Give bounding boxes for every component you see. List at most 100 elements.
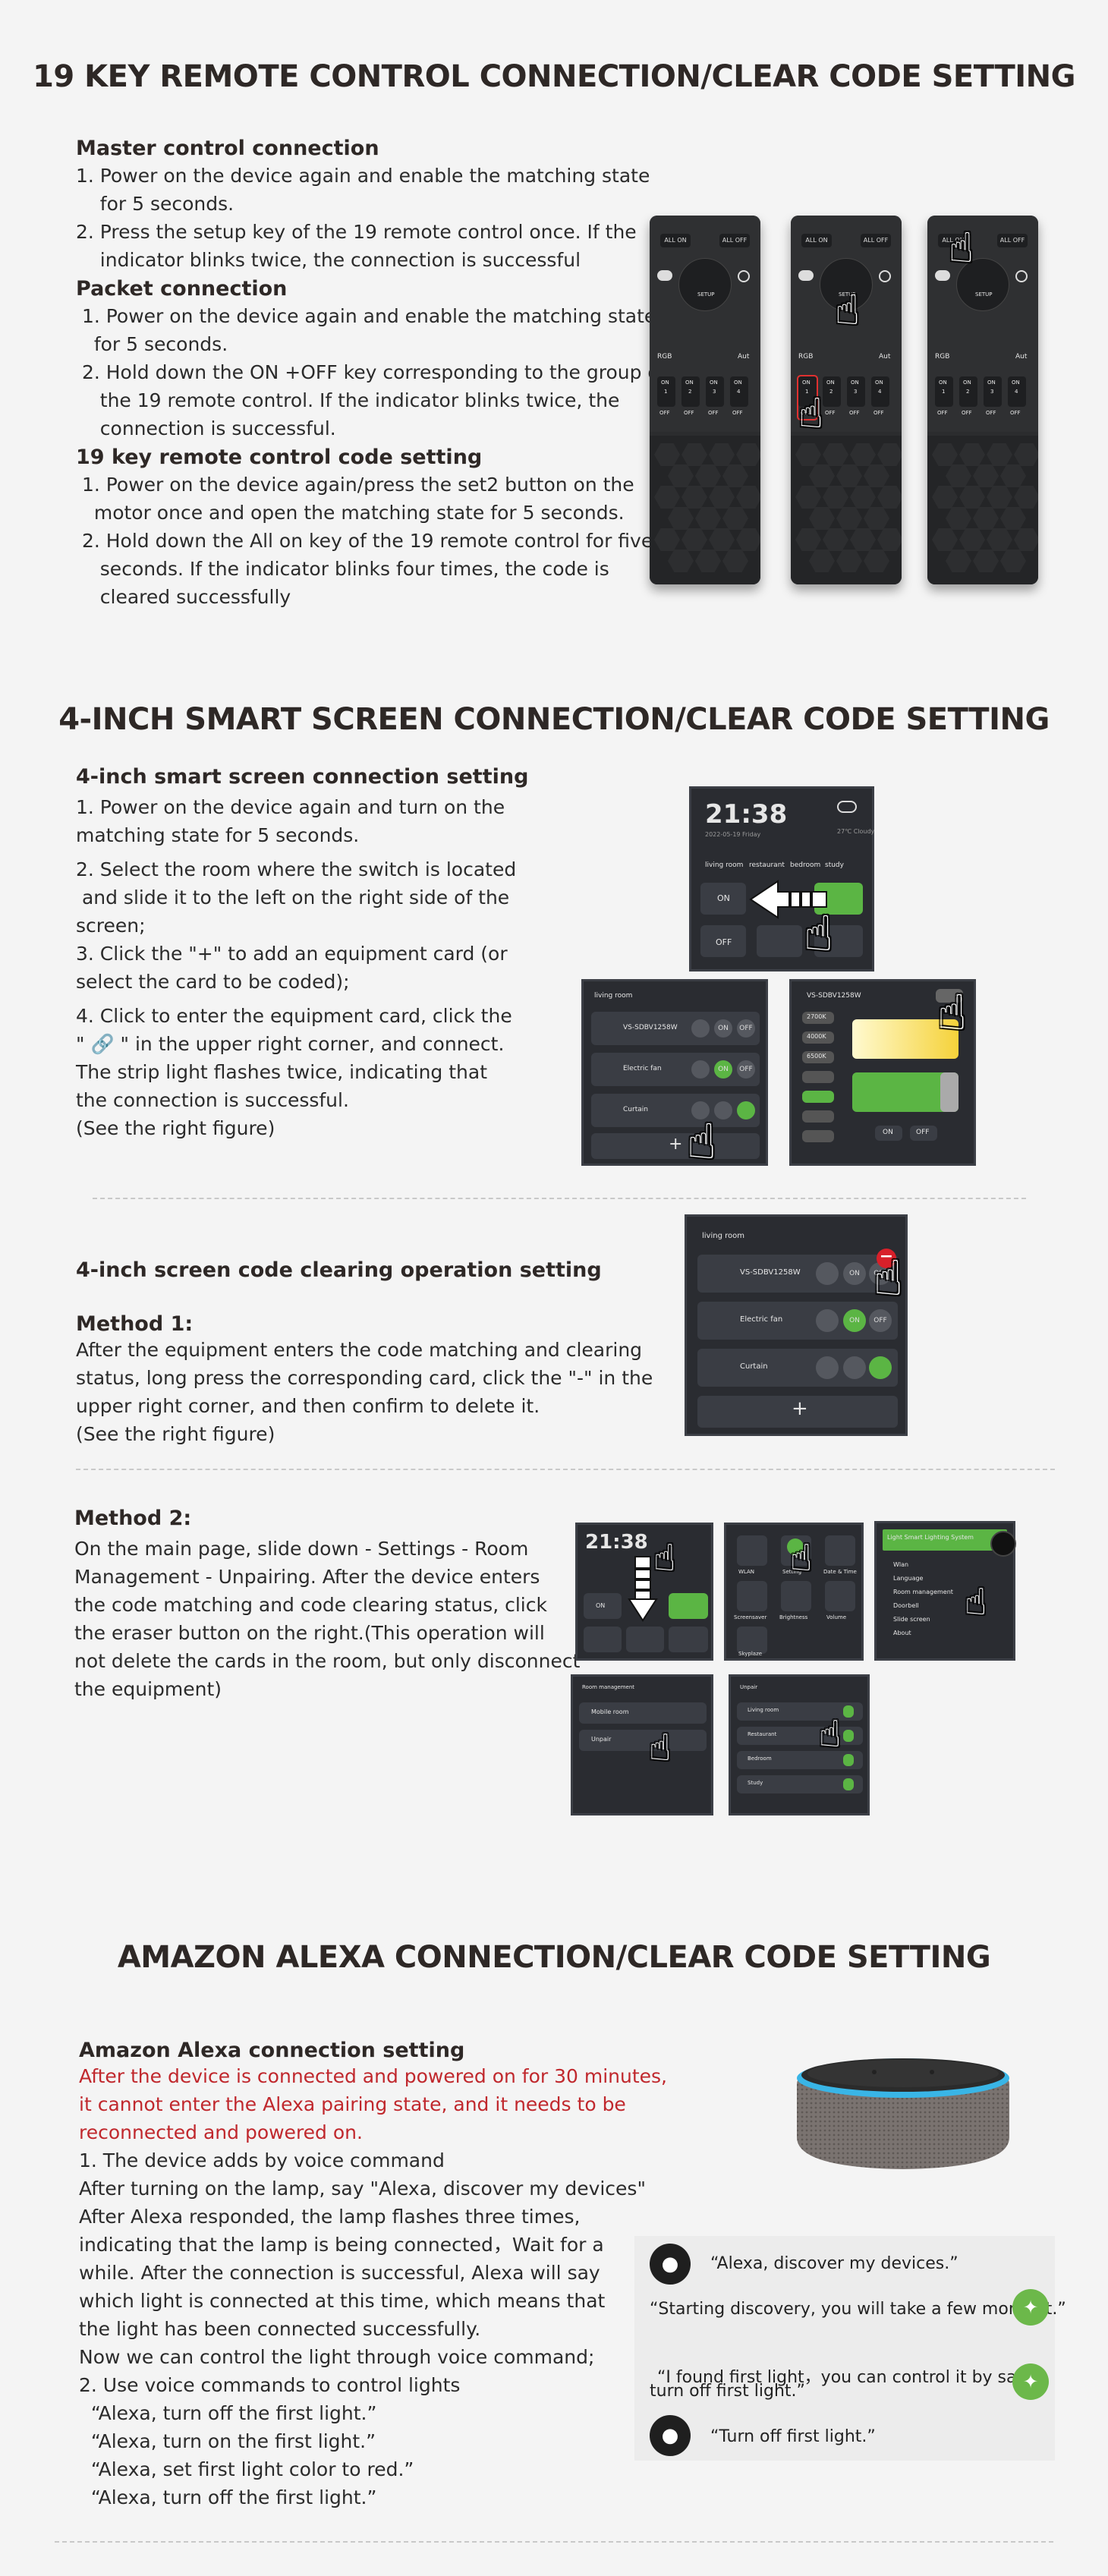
eraser-icon[interactable] xyxy=(843,1778,854,1790)
hand-pointer-icon: ☝ xyxy=(949,224,974,272)
method1-lines: After the equipment enters the code matc… xyxy=(76,1339,653,1445)
setup-label: SETUP xyxy=(697,291,715,298)
toggle-icon[interactable] xyxy=(657,270,672,281)
hand-pointer-icon: ☝ xyxy=(649,1727,672,1769)
divider xyxy=(93,1198,1026,1199)
all-on-button[interactable]: ALL ON xyxy=(801,234,832,247)
group-4-button[interactable] xyxy=(871,376,889,407)
divider xyxy=(55,2541,1053,2543)
eraser-icon[interactable] xyxy=(843,1730,854,1742)
all-on-button[interactable]: ALL ON xyxy=(938,234,968,247)
group-1-button[interactable] xyxy=(657,376,675,407)
setup-label: SETUP xyxy=(839,291,856,298)
dpad[interactable] xyxy=(820,258,873,311)
eraser-icon[interactable] xyxy=(843,1705,854,1718)
hand-pointer-icon: ☝ xyxy=(798,389,823,437)
all-off-button[interactable]: ALL OFF xyxy=(719,234,750,247)
method1-heading: Method 1: xyxy=(76,1312,194,1336)
packet-lines: 1. Power on the device again and enable … xyxy=(76,305,666,439)
hand-pointer-icon: ☝ xyxy=(653,1537,676,1579)
clearing-instructions: 4-inch screen code clearing operation se… xyxy=(76,1258,653,1448)
master-lines: 1. Power on the device again and enable … xyxy=(76,165,650,271)
screen-home-slide: 21:38 2022-05-19 Friday 27℃ Cloudy livin… xyxy=(689,786,874,972)
master-heading: Master control connection xyxy=(76,137,379,160)
eraser-icon[interactable] xyxy=(843,1754,854,1766)
section2-title: 4-INCH SMART SCREEN CONNECTION/CLEAR COD… xyxy=(58,702,1050,737)
hand-pointer-icon: ☝ xyxy=(804,906,833,962)
arrow-left-icon xyxy=(749,880,827,919)
screen-device-list-delete: living room VS-SDBV1258W ON OFF − Electr… xyxy=(685,1214,908,1436)
clear-heading: 19 key remote control code setting xyxy=(76,446,483,469)
clear-lines: 1. Power on the device again/press the s… xyxy=(76,474,653,608)
echo-dot-speaker-image xyxy=(797,2058,1009,2169)
alexa-conversation: ● “Alexa, discover my devices.” “Startin… xyxy=(634,2236,1066,2461)
rgb-label: RGB xyxy=(935,353,950,361)
group-2-button[interactable] xyxy=(823,376,841,407)
screen-room-management: Room management Mobile room Unpair ☝ xyxy=(571,1674,713,1815)
group-1-button[interactable] xyxy=(798,376,817,407)
minus-badge-icon[interactable]: − xyxy=(877,1249,896,1268)
alexa-heading: Amazon Alexa connection setting xyxy=(79,2039,465,2062)
screen-settings-menu: Light Smart Lighting System Wlan Languag… xyxy=(874,1521,1016,1661)
dpad[interactable] xyxy=(956,258,1009,311)
screen-connect-heading: 4-inch smart screen connection setting xyxy=(76,765,529,789)
rgb-label: RGB xyxy=(798,353,814,361)
group-4-button[interactable] xyxy=(1008,376,1026,407)
alexa-instructions: Amazon Alexa connection setting After th… xyxy=(79,2039,671,2511)
group-2-button[interactable] xyxy=(959,376,977,407)
brightness-icon[interactable] xyxy=(879,270,891,282)
brightness-icon[interactable] xyxy=(1015,270,1028,282)
clearing-heading: 4-inch screen code clearing operation se… xyxy=(76,1258,602,1282)
section3-title: AMAZON ALEXA CONNECTION/CLEAR CODE SETTI… xyxy=(117,1940,991,1975)
bulb-icon: ✦ xyxy=(1012,2289,1049,2326)
alexa-warning: After the device is connected and powere… xyxy=(79,2065,667,2143)
screen-home-swipe-down: 21:38 ON ☝ xyxy=(575,1523,713,1661)
screen-unpair-rooms: Unpair Living room Restaurant Bedroom St… xyxy=(729,1674,870,1815)
hand-pointer-icon: ☝ xyxy=(835,286,860,334)
cloud-icon xyxy=(837,801,857,813)
section1-title: 19 KEY REMOTE CONTROL CONNECTION/CLEAR C… xyxy=(33,59,1075,94)
group-3-button[interactable] xyxy=(706,376,724,407)
bulb-icon: ✦ xyxy=(1012,2363,1049,2400)
hand-pointer-icon: ☝ xyxy=(687,1114,716,1170)
setup-label: SETUP xyxy=(975,291,993,298)
hand-pointer-icon: ☝ xyxy=(937,985,967,1041)
screen-quick-settings: WLAN Setting Date & Time Screensaver Bri… xyxy=(724,1523,864,1661)
screen-connect-instructions: 4-inch smart screen connection setting 1… xyxy=(76,765,562,1142)
divider xyxy=(76,1469,1055,1470)
hand-pointer-icon: ☝ xyxy=(873,1251,903,1307)
group-4-button[interactable] xyxy=(730,376,748,407)
aut-label: Aut xyxy=(1015,353,1028,361)
method2-instructions: Method 2: On the main page, slide down -… xyxy=(74,1507,651,1703)
remote-instructions: Master control connection 1. Power on th… xyxy=(76,137,666,611)
highlight-box xyxy=(797,375,818,420)
dpad[interactable] xyxy=(678,258,732,311)
all-on-button[interactable]: ALL ON xyxy=(660,234,691,247)
group-3-button[interactable] xyxy=(984,376,1002,407)
all-off-button[interactable]: ALL OFF xyxy=(861,234,891,247)
rgb-label: RGB xyxy=(657,353,672,361)
toggle-icon[interactable] xyxy=(935,270,950,281)
aut-label: Aut xyxy=(879,353,891,361)
packet-heading: Packet connection xyxy=(76,277,288,301)
alexa-lines: 1. The device adds by voice command Afte… xyxy=(79,2149,646,2508)
group-3-button[interactable] xyxy=(847,376,865,407)
method2-heading: Method 2: xyxy=(74,1507,192,1530)
user-icon: ● xyxy=(650,2244,691,2285)
screen-device-detail-link: VS-SDBV1258W 2700K 4000K 6500K ON OFF ☝ xyxy=(789,979,976,1166)
toggle-icon[interactable] xyxy=(798,270,814,281)
group-1-button[interactable] xyxy=(935,376,953,407)
link-icon xyxy=(936,989,963,1003)
brightness-icon[interactable] xyxy=(738,270,750,282)
arrow-down-icon xyxy=(628,1556,658,1622)
hand-pointer-icon: ☝ xyxy=(819,1713,842,1756)
user-icon: ● xyxy=(650,2415,691,2456)
aut-label: Aut xyxy=(738,353,750,361)
screen-device-list-add: living room VS-SDBV1258W ON OFF Electric… xyxy=(581,979,768,1170)
group-2-button[interactable] xyxy=(681,376,700,407)
hand-pointer-icon: ☝ xyxy=(965,1581,987,1623)
all-off-button[interactable]: ALL OFF xyxy=(997,234,1028,247)
